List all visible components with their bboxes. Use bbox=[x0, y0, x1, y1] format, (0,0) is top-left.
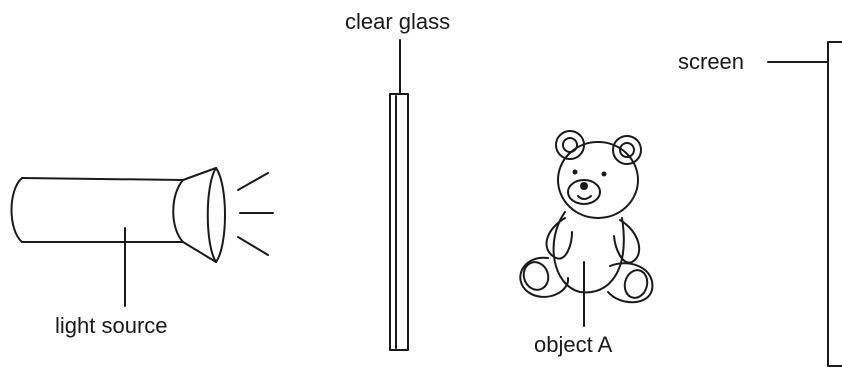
clear-glass-label: clear glass bbox=[345, 11, 450, 33]
teddy-bear-icon bbox=[520, 131, 652, 302]
torch-icon bbox=[12, 168, 226, 262]
light-rays bbox=[238, 173, 273, 255]
screen-panel-icon bbox=[828, 42, 842, 366]
object-a-label: object A bbox=[534, 334, 612, 356]
glass-pane-icon bbox=[390, 94, 408, 350]
light-source-label: light source bbox=[55, 315, 168, 337]
screen-label: screen bbox=[678, 51, 744, 73]
